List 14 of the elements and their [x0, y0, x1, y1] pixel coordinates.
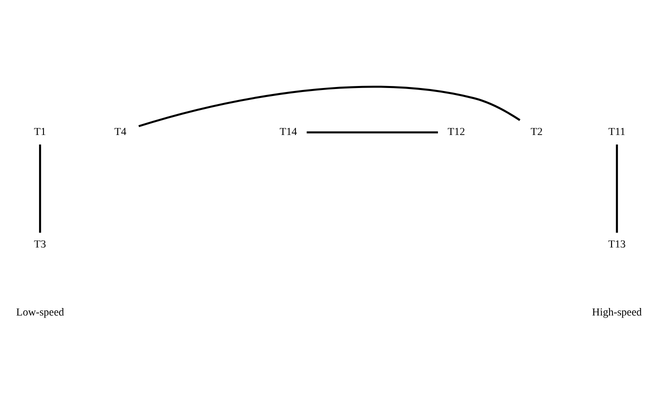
connector [39, 144, 42, 233]
node-text: T4 [114, 126, 126, 138]
connector [138, 86, 520, 128]
label: Low-speed [16, 306, 64, 319]
node-text: T1 [34, 126, 46, 138]
connector [616, 144, 618, 233]
label: High-speed [592, 306, 642, 319]
connector [306, 131, 438, 134]
node-text: T2 [530, 126, 543, 138]
node-text: T13 [608, 238, 626, 251]
node-text: T11 [608, 126, 626, 138]
node-text: T12 [448, 126, 466, 138]
node-text: T14 [280, 126, 298, 138]
node-text: T3 [34, 238, 46, 251]
